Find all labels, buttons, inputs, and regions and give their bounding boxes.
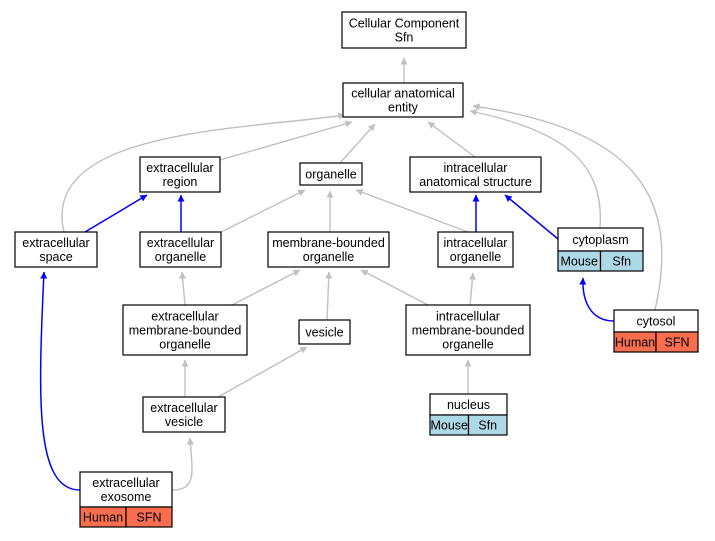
annotation-gene-label: SFN	[137, 511, 162, 525]
term-box	[437, 231, 514, 268]
annotation-cell	[655, 331, 699, 353]
term-box	[142, 396, 226, 433]
annotation-cell	[125, 506, 173, 528]
term-label-line: organelle	[305, 168, 356, 182]
term-label-line: space	[39, 250, 72, 264]
term-box	[341, 11, 467, 49]
term-box	[14, 231, 98, 268]
term-box	[122, 304, 248, 356]
annotation-species-label: Mouse	[560, 255, 598, 269]
edge-ias-to-cae	[427, 121, 476, 158]
term-label-line: nucleus	[447, 398, 490, 412]
term-box	[139, 231, 222, 268]
annotation-species-label: Human	[83, 511, 123, 525]
term-label-line: extracellular	[22, 236, 89, 250]
term-label-line: membrane-bounded	[272, 236, 385, 250]
term-box	[79, 471, 173, 508]
term-box	[139, 156, 221, 193]
edge-icmbo-to-ico	[468, 272, 476, 306]
edge-ves-to-mbo	[325, 271, 333, 321]
term-label-line: Cellular Component	[349, 17, 460, 31]
term-label-line: organelle	[303, 250, 354, 264]
edge-ico-to-org	[355, 189, 469, 233]
term-label-line: cytoplasm	[572, 233, 628, 247]
term-label-line: extracellular	[92, 476, 159, 490]
term-label-line: intracellular	[444, 236, 508, 250]
term-label-line: organelle	[442, 338, 493, 352]
term-box	[298, 319, 351, 345]
annotation-species-label: Mouse	[430, 419, 468, 433]
term-label-line: region	[163, 175, 198, 189]
edge-icmbo-to-mbo	[360, 269, 429, 306]
annotation-gene-label: SFN	[665, 336, 690, 350]
edge-cytosol-to-cyt	[579, 277, 615, 322]
term-label-line: entity	[388, 101, 419, 115]
term-label-line: extracellular	[150, 401, 217, 415]
edge-ecr-to-cae	[219, 120, 353, 161]
edge-exo-to-ecv	[171, 437, 194, 491]
term-label-line: membrane-bounded	[129, 324, 242, 338]
term-node-ves[interactable]: vesicle	[298, 319, 351, 345]
term-label-line: organelle	[159, 338, 210, 352]
term-label-line: intracellular	[444, 161, 508, 175]
term-label-line: extracellular	[146, 161, 213, 175]
edge-org-to-cae	[339, 123, 376, 164]
edge-cyt-to-cae	[469, 108, 602, 229]
annotation-gene-label: Sfn	[478, 419, 497, 433]
term-label-line: cellular anatomical	[351, 87, 455, 101]
term-label-line: membrane-bounded	[412, 324, 525, 338]
term-box	[299, 162, 363, 186]
term-label-line: organelle	[450, 250, 501, 264]
edge-ecs-to-ecr	[84, 194, 148, 233]
edge-ecv-to-ves	[217, 346, 308, 398]
term-label-line: exosome	[101, 490, 152, 504]
annotation-species-label: Human	[615, 336, 655, 350]
edges-layer	[39, 57, 663, 491]
edge-ecmbo-to-mbo	[231, 269, 301, 306]
term-box	[409, 156, 542, 193]
term-label-line: anatomical structure	[419, 175, 532, 189]
term-label-line: cytosol	[637, 315, 676, 329]
term-box	[342, 82, 464, 118]
annotation-gene-label: Sfn	[612, 255, 631, 269]
annotation-cell	[467, 414, 508, 436]
term-box	[405, 304, 531, 356]
edge-eco-to-org	[220, 189, 306, 233]
term-label-line: vesicle	[305, 326, 343, 340]
annotation-cell	[599, 250, 644, 272]
term-label-line: intracellular	[436, 310, 500, 324]
term-label-line: extracellular	[147, 236, 214, 250]
term-label-line: extracellular	[151, 310, 218, 324]
edge-ecs-to-cae	[61, 112, 346, 233]
term-box	[267, 231, 390, 268]
term-label-line: Sfn	[395, 31, 414, 45]
term-node-org[interactable]: organelle	[299, 162, 363, 186]
term-label-line: organelle	[155, 250, 206, 264]
edge-exo-to-ecs	[39, 271, 81, 491]
edge-ecmbo-to-eco	[179, 271, 187, 306]
edge-cytosol-to-cae	[472, 103, 663, 311]
term-label-line: vesicle	[165, 415, 203, 429]
edge-cyt-to-ias	[504, 194, 559, 240]
